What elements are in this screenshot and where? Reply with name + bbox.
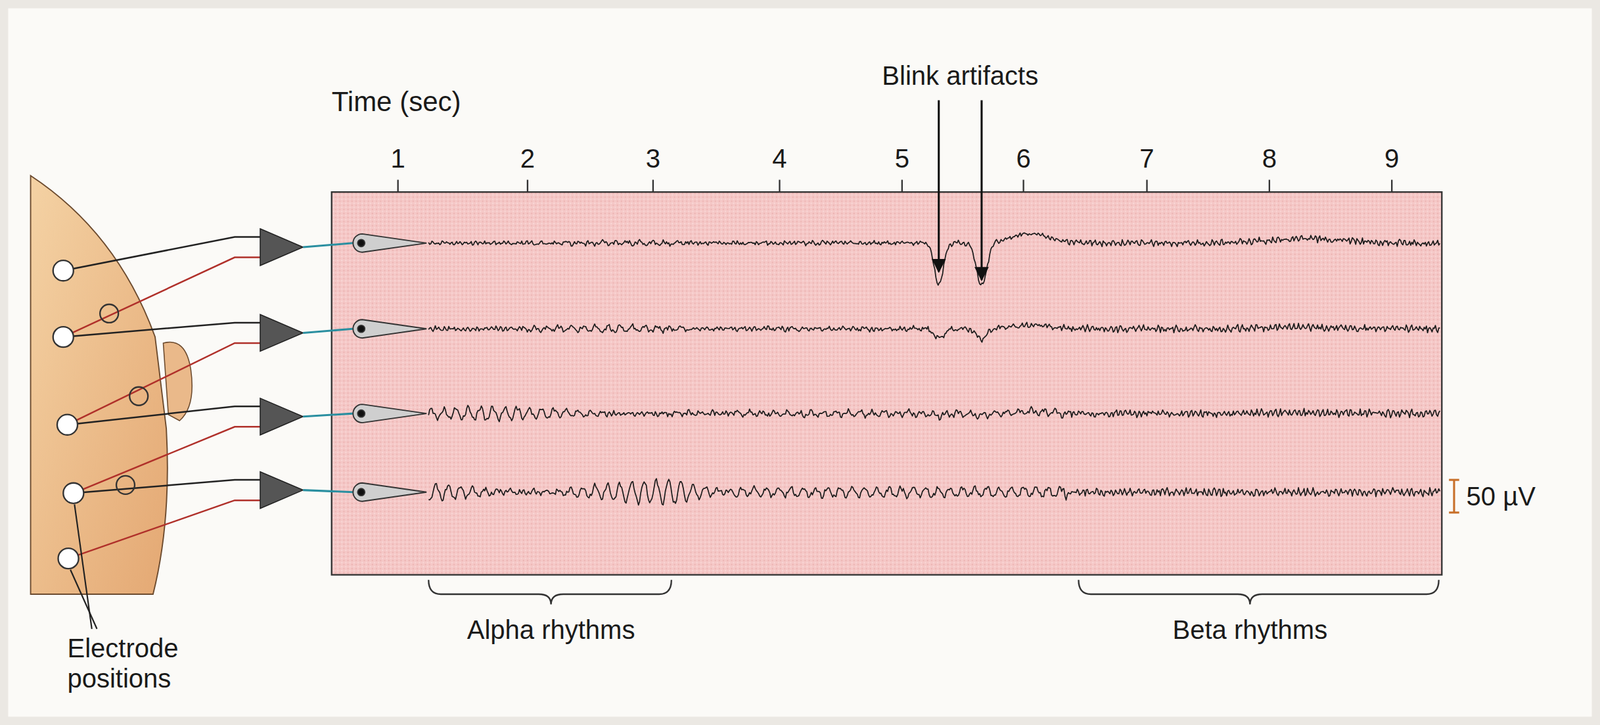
tick-number: 2 (520, 143, 535, 174)
amplifiers (260, 228, 303, 509)
electrodes (53, 260, 148, 569)
amplifier-outputs (302, 243, 353, 493)
axis-title: Time (sec) (331, 86, 462, 118)
eeg-trace (428, 321, 1440, 342)
eeg-trace (428, 232, 1440, 285)
tick-number: 1 (390, 143, 406, 174)
tick-number: 4 (772, 143, 787, 174)
recording-pens (352, 233, 427, 502)
blink-arrows (938, 99, 982, 280)
tick-number: 6 (1015, 143, 1031, 174)
brackets (428, 579, 1439, 604)
leader-lines (70, 503, 97, 629)
eeg-traces (428, 232, 1440, 505)
callout-label: Blink artifacts (881, 60, 1039, 91)
page-panel (7, 8, 1592, 717)
bracket-label: Alpha rhythms (467, 614, 636, 645)
electrode-wires (63, 236, 261, 558)
tick-number: 9 (1384, 143, 1399, 174)
scale-label: 50 µV (1466, 480, 1536, 512)
time-ticks (398, 180, 1393, 193)
scale-bar (1448, 479, 1460, 513)
callout-label: Electrode positions (67, 632, 219, 694)
tick-number: 5 (894, 143, 910, 174)
ear (162, 342, 192, 421)
chart-paper (331, 191, 1443, 575)
bracket-label: Beta rhythms (1172, 614, 1328, 645)
eeg-trace (428, 478, 1440, 505)
tick-number: 3 (645, 143, 661, 174)
eeg-trace (428, 405, 1440, 422)
tick-number: 7 (1139, 143, 1154, 174)
tick-number: 8 (1262, 143, 1277, 174)
